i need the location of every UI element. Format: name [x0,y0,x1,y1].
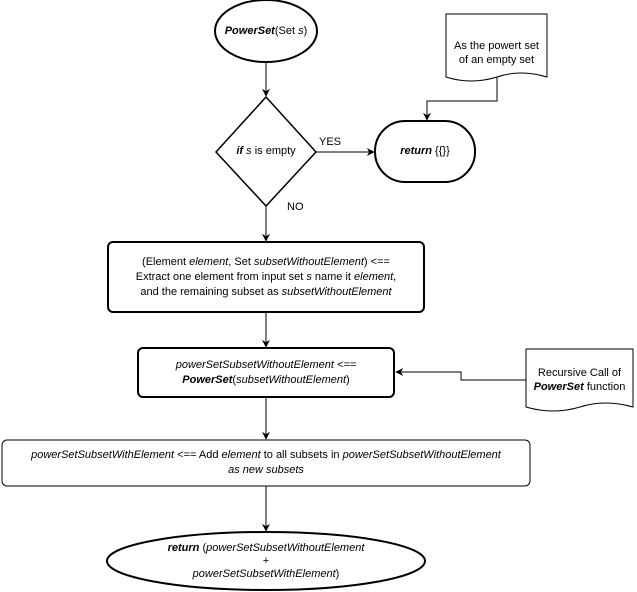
base-note-line2: of an empty set [458,54,535,66]
final-line3: powerSetSubsetWithElement) [168,568,365,581]
start-terminal: PowerSet(Set s) [216,0,316,62]
extract-l1-a: (Element [142,255,190,268]
add-l1-b: <== Add [174,449,222,461]
final-line2: + [262,554,270,567]
extract-l2-b: s [306,270,312,283]
recursive-note-line1: Recursive Call of [537,367,622,379]
add-line1: powerSetSubsetWithElement <== Add elemen… [31,448,501,463]
recursive-note-shape [525,348,634,412]
add-line2: as new subsets [31,463,501,478]
edge-recursive-note [395,368,526,381]
yes-label: YES [319,136,342,148]
decision-text: is empty [251,145,296,157]
final-return-shape [106,531,426,591]
final-l3-arg: powerSetSubsetWithElement [192,567,336,580]
base-return-value: {{}} [432,145,450,157]
base-note-line1: As the powert set [454,40,539,52]
base-return: return {{}} [375,121,475,182]
recursive-note-name: PowerSet [533,381,584,393]
decision-node: if s is empty [216,97,316,206]
decision-if-keyword: if [236,145,244,157]
extract-l1-c: , Set [228,255,254,268]
final-line1: return (powerSetSubsetWithoutElement [168,542,365,555]
extract-l3-b: subsetWithoutElement [281,285,392,298]
recursive-l1: powerSetSubsetWithoutElement <== [175,358,357,371]
edge-base-note [423,77,498,121]
final-l3-close: ) [335,567,340,580]
final-return-keyword: return [167,541,200,554]
final-l1-arg: powerSetSubsetWithoutElement [206,541,365,554]
base-note: As the powert set of an empty set [446,37,547,69]
extract-l1-b: element [189,255,229,268]
recursive-line1: powerSetSubsetWithoutElement <== [176,358,357,373]
base-return-shape [374,120,476,183]
recursive-line2: PowerSet(subsetWithoutElement) [176,373,357,388]
add-l1-e: powerSetSubsetWithoutElement [342,449,501,461]
extract-l2-c: name it [311,270,355,283]
decision-var: s [246,145,252,157]
add-l1-d: to all subsets in [260,449,343,461]
extract-l1-e: ) <== [363,255,390,268]
add-l1-c: element [221,449,261,461]
base-note-shape [445,13,548,82]
extract-l3-a: and the remaining subset as [140,285,282,298]
start-close: ) [303,24,308,37]
recursive-l2-close: ) [346,373,350,386]
extract-process: (Element element, Set subsetWithoutEleme… [108,242,424,312]
no-label: NO [287,201,304,213]
add-subsets-process: powerSetSubsetWithElement <== Add elemen… [2,440,530,486]
extract-l2-e: , [393,270,397,283]
recursive-l2-arg: subsetWithoutElement [236,373,347,386]
extract-l2-a: Extract one element from input set [135,270,307,283]
extract-l2-d: element [354,270,394,283]
final-return: return (powerSetSubsetWithoutElement + p… [107,532,425,590]
extract-l1-d: subsetWithoutElement [253,255,364,268]
recursive-note-suffix: function [583,381,626,393]
extract-line1: (Element element, Set subsetWithoutEleme… [136,255,396,270]
extract-line2: Extract one element from input set s nam… [136,270,396,285]
recursive-l2-name: PowerSet [182,373,233,386]
base-return-keyword: return [400,145,432,157]
final-l1-open: ( [199,541,207,554]
start-function-name: PowerSet [224,24,275,37]
recursive-call: powerSetSubsetWithoutElement <== PowerSe… [138,348,394,397]
add-l1-a: powerSetSubsetWithElement [31,449,175,461]
add-l2: as new subsets [228,464,304,476]
start-param: s [298,24,304,37]
recursive-note-line2: PowerSet function [534,380,626,394]
extract-line3: and the remaining subset as subsetWithou… [136,285,396,300]
recursive-l2-open: ( [232,373,237,386]
recursive-note: Recursive Call of PowerSet function [526,364,633,396]
start-rest: (Set [274,24,299,37]
